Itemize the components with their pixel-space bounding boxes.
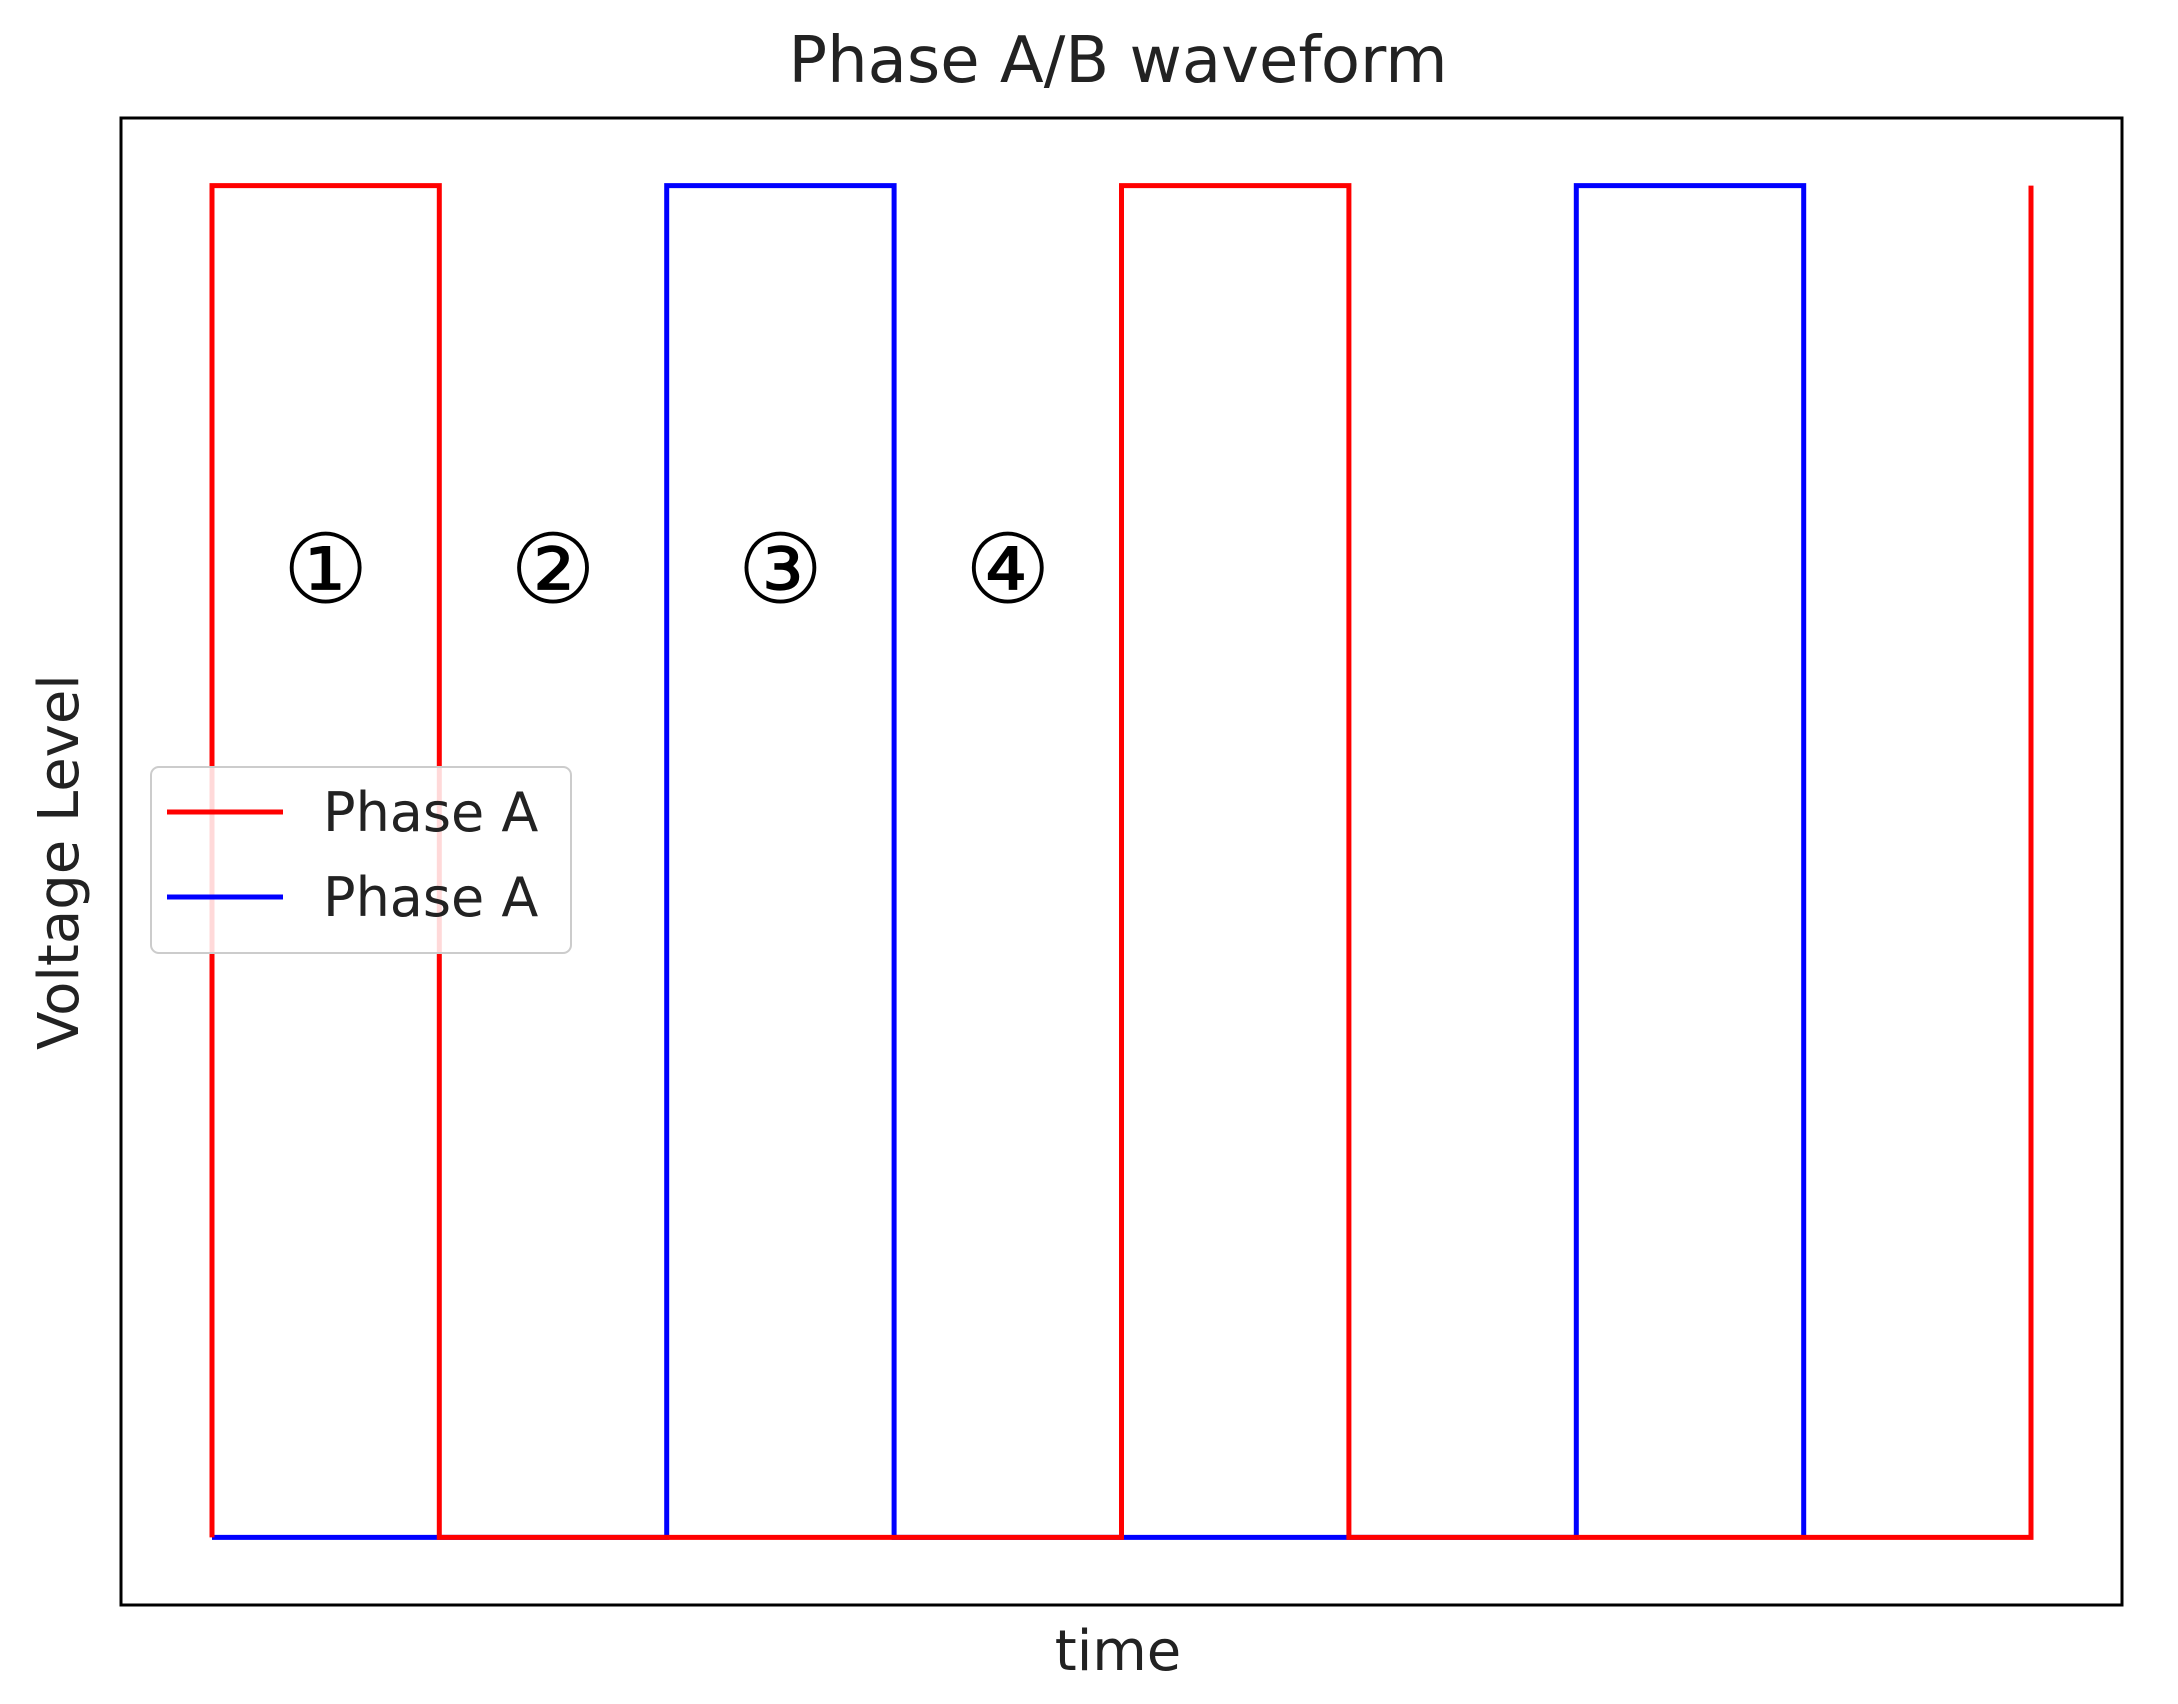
chart-title: Phase A/B waveform bbox=[788, 24, 1447, 98]
plot-series bbox=[209, 183, 2034, 1540]
y-axis-label: Voltage Level bbox=[27, 674, 92, 1050]
step-marker-3: ③ bbox=[737, 514, 823, 626]
plot-frame bbox=[119, 116, 2124, 1607]
phase-step-annotations: ① ② ③ ④ bbox=[283, 514, 1051, 626]
step-marker-1: ① bbox=[283, 514, 369, 626]
series-line-phase-a bbox=[209, 183, 2034, 1540]
step-marker-4: ④ bbox=[965, 514, 1051, 626]
x-axis-label: time bbox=[1055, 1619, 1182, 1684]
step-marker-2: ② bbox=[510, 514, 596, 626]
legend: Phase A Phase A bbox=[150, 766, 572, 954]
legend-label-phase-a: Phase A bbox=[323, 781, 538, 844]
legend-label-phase-b: Phase A bbox=[323, 866, 538, 929]
